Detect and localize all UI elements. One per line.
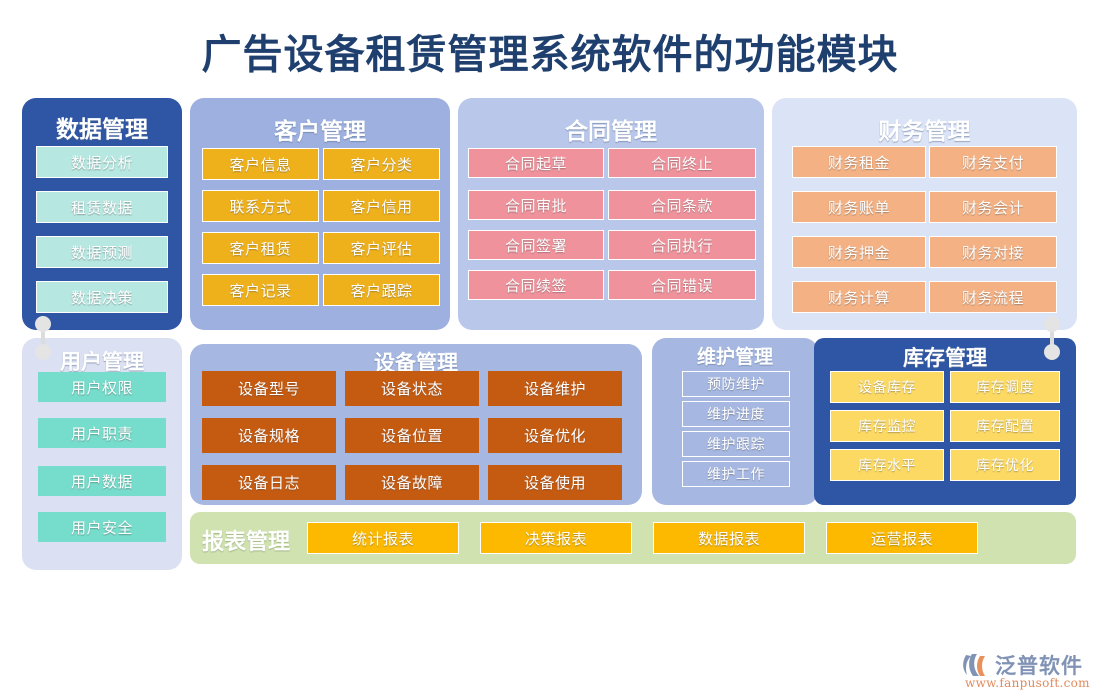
module-chip[interactable]: 客户信用 [323,190,440,222]
panel-data-management[interactable]: 数据管理 数据分析 租赁数据 数据预测 数据决策 [22,98,182,330]
module-chip[interactable]: 维护跟踪 [682,431,790,457]
module-chip[interactable]: 客户信息 [202,148,319,180]
logo-text: 泛普软件 [995,654,1083,678]
module-chip[interactable]: 运营报表 [826,522,978,554]
connector-stem [41,322,45,354]
panel-title-data-management: 数据管理 [56,116,148,143]
module-chip[interactable]: 财务对接 [929,236,1057,268]
connector-pin-right [1044,316,1060,362]
panel-title-device-management: 设备管理 [374,350,458,375]
panel-user-management[interactable]: 用户管理 用户权限 用户职责 用户数据 用户安全 [22,338,182,570]
module-chip[interactable]: 设备型号 [202,371,336,406]
connector-knob-bottom [1044,344,1060,360]
module-chip[interactable]: 客户跟踪 [323,274,440,306]
panel-stock-management[interactable]: 库存管理 设备库存 库存调度 库存监控 库存配置 库存水平 库存优化 [814,338,1076,505]
module-chip[interactable]: 库存监控 [830,410,944,442]
module-chip[interactable]: 用户权限 [38,372,166,402]
module-chip[interactable]: 财务支付 [929,146,1057,178]
module-chip[interactable]: 财务押金 [792,236,926,268]
page-title: 广告设备租赁管理系统软件的功能模块 [201,31,899,78]
module-chip[interactable]: 联系方式 [202,190,319,222]
module-chip[interactable]: 用户数据 [38,466,166,496]
module-chip[interactable]: 财务账单 [792,191,926,223]
module-chip[interactable]: 库存水平 [830,449,944,481]
panel-title-customer-management: 客户管理 [274,118,366,145]
module-chip[interactable]: 维护工作 [682,461,790,487]
panel-customer-management[interactable]: 客户管理 客户信息 客户分类 联系方式 客户信用 客户租赁 客户评估 客户记录 … [190,98,450,330]
module-chip[interactable]: 合同续签 [468,270,604,300]
module-chip[interactable]: 合同条款 [608,190,756,220]
logo-url: www.fanpusoft.com [965,676,1090,690]
panel-maintenance-management[interactable]: 维护管理 预防维护 维护进度 维护跟踪 维护工作 [652,338,818,505]
module-chip[interactable]: 用户安全 [38,512,166,542]
module-chip[interactable]: 合同审批 [468,190,604,220]
module-chip[interactable]: 设备日志 [202,465,336,500]
connector-knob-top [35,316,51,332]
connector-knob-top [1044,316,1060,332]
panel-title-stock-management: 库存管理 [903,345,987,370]
panel-device-management[interactable]: 设备管理 设备型号 设备状态 设备维护 设备规格 设备位置 设备优化 设备日志 … [190,344,642,505]
module-chip[interactable]: 客户记录 [202,274,319,306]
module-chip[interactable]: 用户职责 [38,418,166,448]
module-chip[interactable]: 维护进度 [682,401,790,427]
panel-report-management[interactable]: 报表管理 统计报表 决策报表 数据报表 运营报表 [190,512,1076,564]
panel-title-user-management: 用户管理 [60,349,144,374]
module-chip[interactable]: 数据决策 [36,281,168,313]
module-chip[interactable]: 合同签署 [468,230,604,260]
module-chip[interactable]: 客户租赁 [202,232,319,264]
module-chip[interactable]: 设备位置 [345,418,479,453]
panel-finance-management[interactable]: 财务管理 财务租金 财务支付 财务账单 财务会计 财务押金 财务对接 财务计算 … [772,98,1077,330]
module-chip[interactable]: 数据预测 [36,236,168,268]
module-chip[interactable]: 数据分析 [36,146,168,178]
module-chip[interactable]: 预防维护 [682,371,790,397]
module-chip[interactable]: 客户评估 [323,232,440,264]
panel-contract-management[interactable]: 合同管理 合同起草 合同终止 合同审批 合同条款 合同签署 合同执行 合同续签 … [458,98,764,330]
module-chip[interactable]: 设备优化 [488,418,622,453]
fanpu-logo-icon [963,654,985,676]
module-chip[interactable]: 财务流程 [929,281,1057,313]
module-chip[interactable]: 财务租金 [792,146,926,178]
connector-stem [1050,322,1054,354]
brand-logo: 泛普软件 www.fanpusoft.com [963,650,1090,692]
connector-knob-bottom [35,344,51,360]
module-chip[interactable]: 统计报表 [307,522,459,554]
module-chip[interactable]: 设备规格 [202,418,336,453]
connector-pin-left [35,316,51,362]
module-chip[interactable]: 库存优化 [950,449,1060,481]
module-chip[interactable]: 设备故障 [345,465,479,500]
panel-title-maintenance-management: 维护管理 [696,346,773,368]
panel-title-report-management: 报表管理 [202,529,291,555]
module-chip[interactable]: 租赁数据 [36,191,168,223]
module-chip[interactable]: 设备使用 [488,465,622,500]
module-chip[interactable]: 决策报表 [480,522,632,554]
module-chip[interactable]: 设备维护 [488,371,622,406]
module-chip[interactable]: 客户分类 [323,148,440,180]
panel-title-finance-management: 财务管理 [878,118,971,145]
module-chip[interactable]: 设备库存 [830,371,944,403]
module-chip[interactable]: 库存调度 [950,371,1060,403]
module-chip[interactable]: 合同起草 [468,148,604,178]
module-chip[interactable]: 财务计算 [792,281,926,313]
panel-title-contract-management: 合同管理 [565,118,657,145]
module-chip[interactable]: 库存配置 [950,410,1060,442]
module-chip[interactable]: 财务会计 [929,191,1057,223]
module-chip[interactable]: 数据报表 [653,522,805,554]
module-chip[interactable]: 合同终止 [608,148,756,178]
module-chip[interactable]: 合同错误 [608,270,756,300]
module-chip[interactable]: 设备状态 [345,371,479,406]
module-chip[interactable]: 合同执行 [608,230,756,260]
